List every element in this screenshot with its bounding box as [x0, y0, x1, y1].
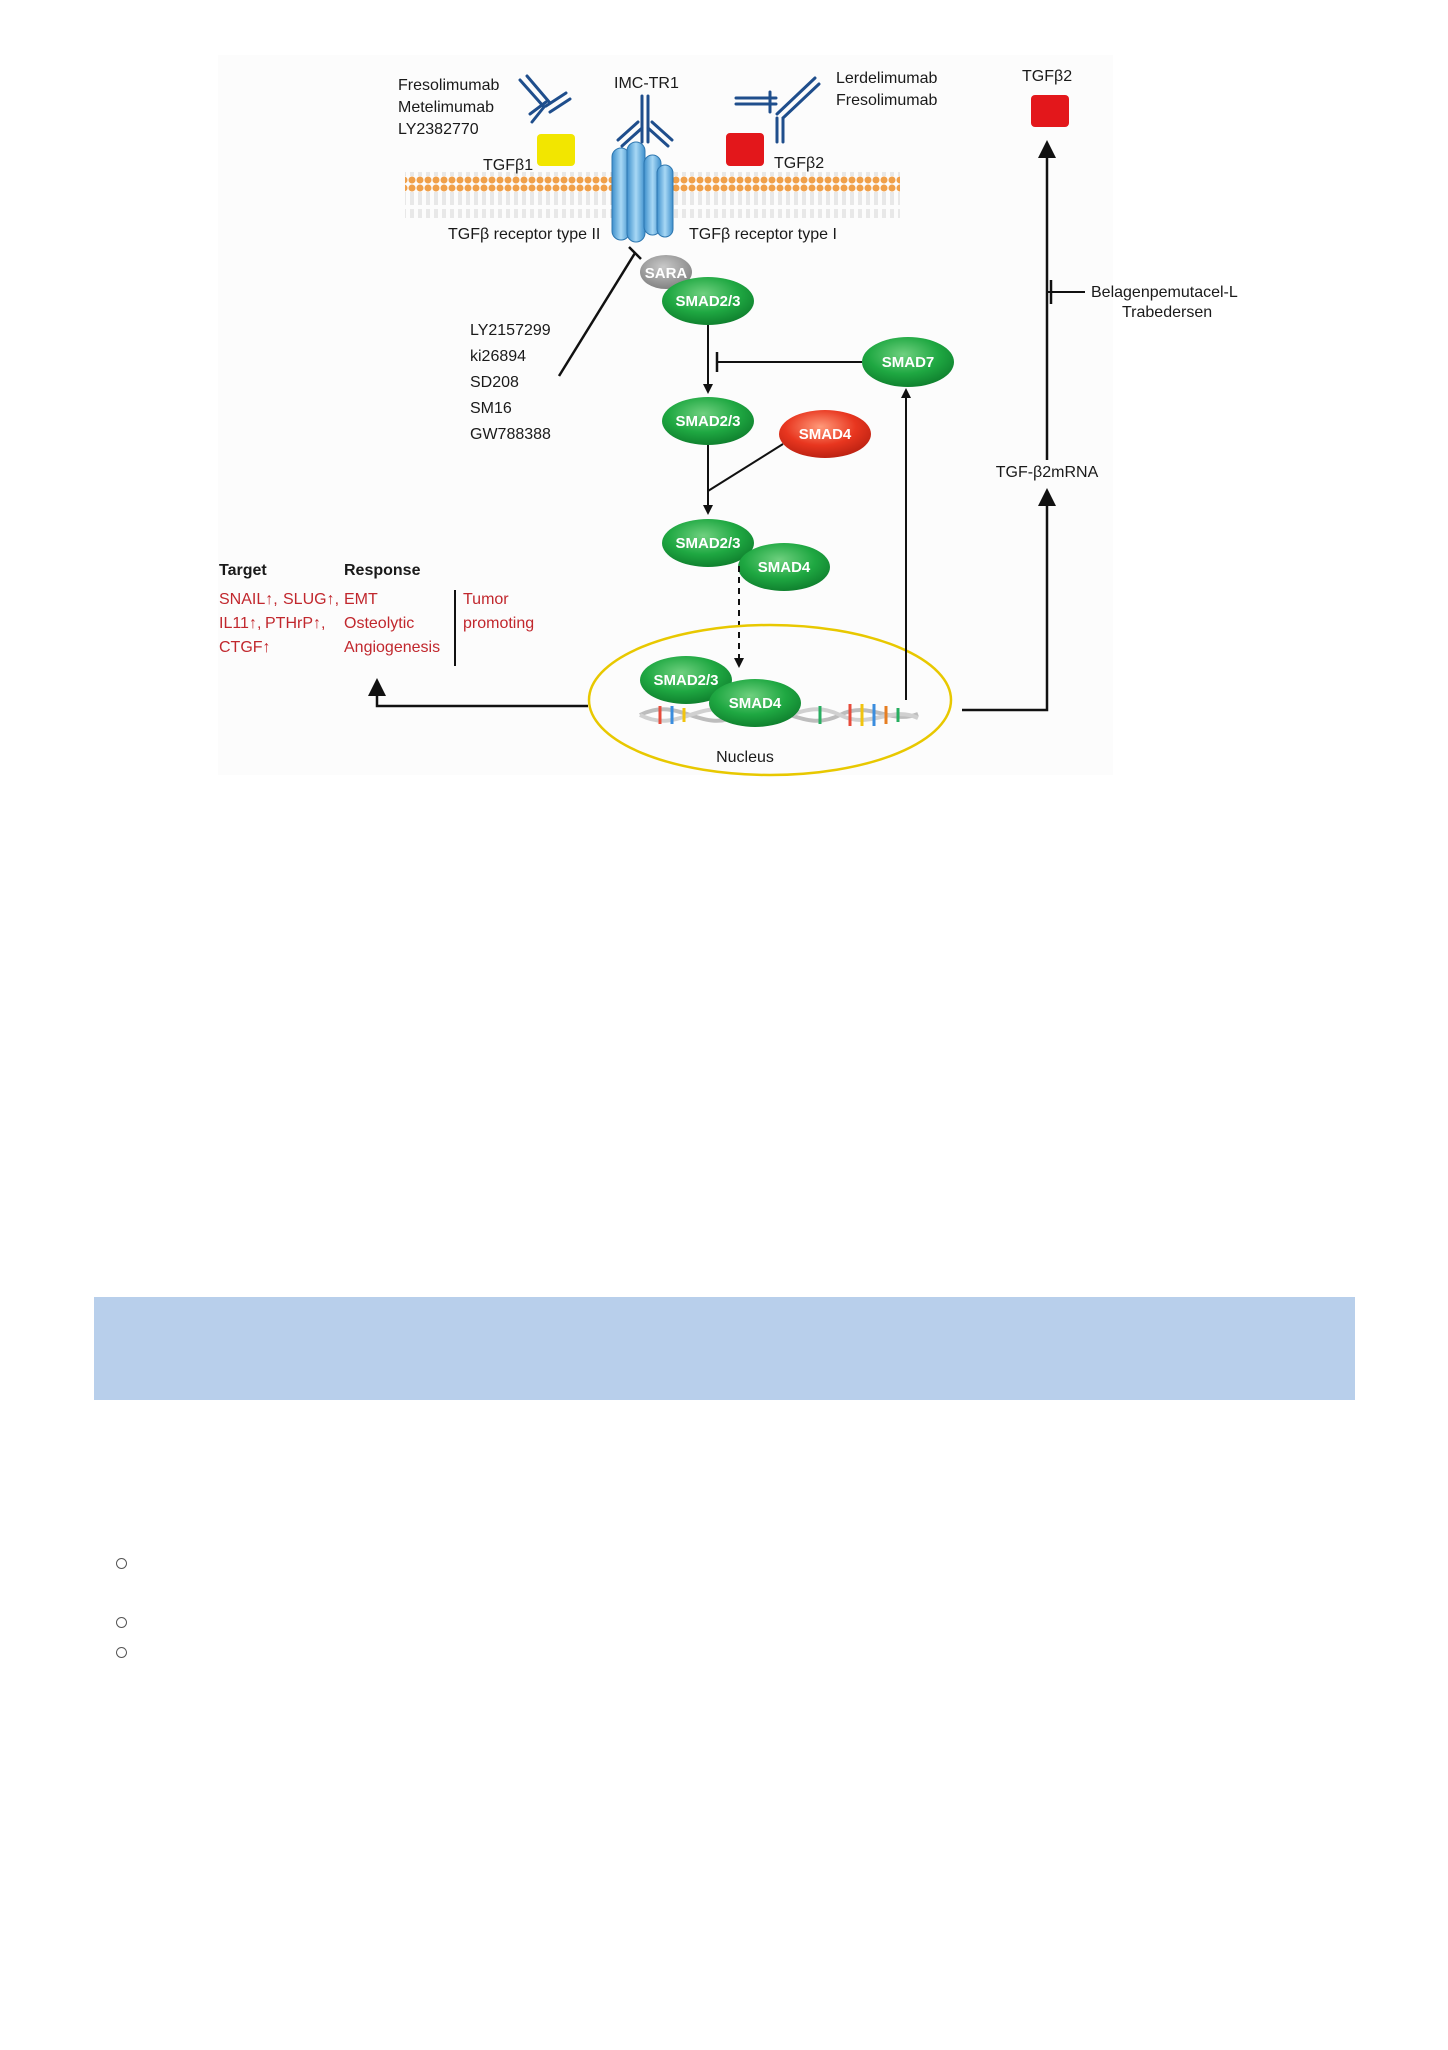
inhibitor-1: LY2157299	[470, 322, 551, 339]
antibody-icon-imc-tr1	[616, 94, 674, 148]
smad23-label-3: SMAD2/3	[675, 535, 740, 552]
antisense-1: Belagenpemutacel-L	[1091, 284, 1238, 301]
tgfb1-antibody-3: LY2382770	[398, 121, 479, 138]
receptor-type2-label: TGFβ receptor type II	[448, 226, 600, 243]
smad4-node-red	[779, 410, 871, 458]
inhibitor-3: SD208	[470, 374, 519, 391]
target-header: Target	[219, 562, 267, 579]
tgfb2-label: TGFβ2	[774, 155, 824, 172]
smad23-node-nucleus	[640, 656, 732, 704]
target-il11: IL11↑,	[219, 615, 261, 632]
receptor-type1-label: TGFβ receptor type I	[689, 226, 837, 243]
list-bullet-3	[116, 1647, 127, 1658]
inhibitor-2: ki26894	[470, 348, 526, 365]
inhibitor-line	[557, 252, 637, 377]
target-slug: SLUG↑,	[283, 591, 339, 608]
tgfb-receptor-complex	[611, 141, 674, 243]
response-emt: EMT	[344, 591, 378, 608]
tgfb2-ligand	[726, 133, 764, 166]
smad4-node-nucleus	[709, 679, 801, 727]
tgf-beta-signaling-diagram: Fresolimumab Metelimumab LY2382770 TGFβ1…	[218, 55, 1238, 777]
tgfb2-top-label: TGFβ2	[1022, 68, 1072, 85]
smad23-node-2	[662, 397, 754, 445]
smad4-label-nucleus: SMAD4	[729, 695, 782, 712]
mrna-label: TGF-β2mRNA	[996, 464, 1099, 481]
highlight-panel	[94, 1297, 1355, 1400]
nucleus-membrane	[587, 623, 953, 777]
response-osteolytic: Osteolytic	[344, 615, 414, 632]
inhibitor-5: GW788388	[470, 426, 551, 443]
imc-tr1-label: IMC-TR1	[614, 75, 679, 92]
response-header: Response	[344, 562, 421, 579]
arrow-to-mrna	[962, 488, 1056, 712]
smad23-node-3	[662, 519, 754, 567]
line-smad4-merge	[707, 443, 784, 492]
tgfb2-secreted-ligand	[1031, 95, 1069, 127]
arrow-to-targets	[368, 678, 588, 708]
inhibitor-4: SM16	[470, 400, 512, 417]
response-angiogenesis: Angiogenesis	[344, 639, 440, 656]
target-ctgf: CTGF↑	[219, 639, 271, 656]
nucleus-label: Nucleus	[716, 749, 774, 766]
smad4-label-red: SMAD4	[799, 426, 852, 443]
smad23-label-2: SMAD2/3	[675, 413, 740, 430]
smad23-node-1	[662, 277, 754, 325]
smad4-label-1: SMAD4	[758, 559, 811, 576]
outcome-line-1: Tumor	[463, 591, 509, 608]
tgfb2-antibody-2: Fresolimumab	[836, 92, 937, 109]
antisense-2: Trabedersen	[1122, 304, 1212, 321]
smad7-label: SMAD7	[882, 354, 935, 371]
tgfb2-antibody-1: Lerdelimumab	[836, 70, 937, 87]
antibody-icon-tgfb2	[734, 76, 821, 144]
tgfb1-antibody-1: Fresolimumab	[398, 77, 499, 94]
outcome-line-2: promoting	[463, 615, 534, 632]
list-bullet-2	[116, 1617, 127, 1628]
list-bullet-1	[116, 1558, 127, 1569]
tgfb1-label: TGFβ1	[483, 157, 533, 174]
smad23-label-1: SMAD2/3	[675, 293, 740, 310]
tgfb1-ligand	[537, 134, 575, 166]
sara-protein	[640, 255, 692, 289]
tgfb1-antibody-2: Metelimumab	[398, 99, 494, 116]
sara-label: SARA	[645, 265, 688, 282]
smad7-node	[862, 337, 954, 387]
target-pthrp: PTHrP↑,	[265, 615, 325, 632]
target-snail: SNAIL↑,	[219, 591, 278, 608]
smad23-label-nucleus: SMAD2/3	[653, 672, 718, 689]
inhibitor-bar	[628, 246, 642, 260]
antibody-icon-tgfb1	[518, 74, 572, 124]
smad4-node-1	[738, 543, 830, 591]
